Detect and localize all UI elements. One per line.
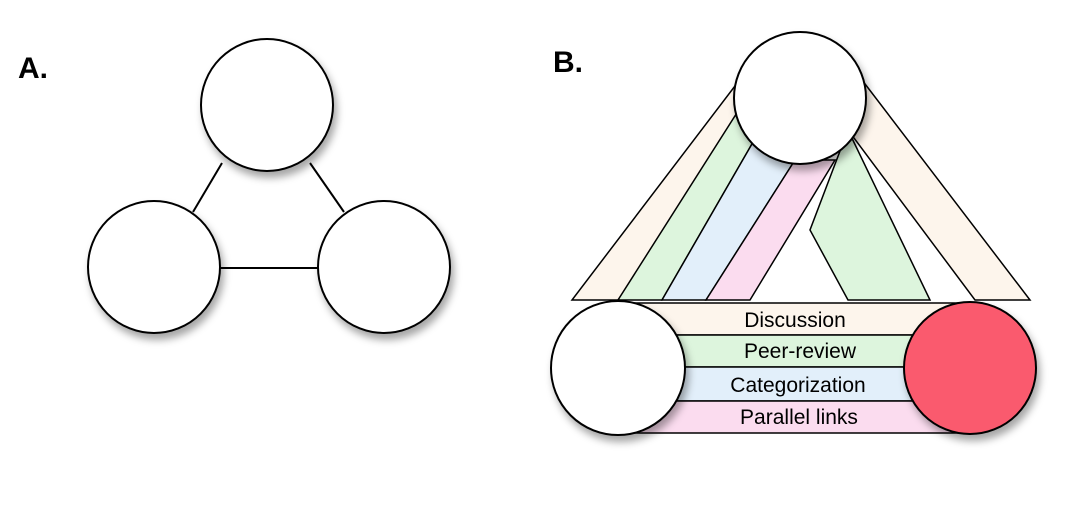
left-diagonal-layers <box>570 80 837 301</box>
node-b-left <box>550 300 686 436</box>
node-b-top <box>733 31 867 165</box>
layer-label-discussion: Discussion <box>744 309 846 332</box>
layer-label-parallel-links: Parallel links <box>740 406 858 429</box>
panel-b-label: B. <box>553 46 583 79</box>
edge-top-right <box>309 162 345 213</box>
right-band-peer-review <box>809 128 932 301</box>
bottom-band-parallel-links <box>617 400 971 434</box>
node-a-right <box>317 200 451 334</box>
panel-a-label: A. <box>18 52 48 85</box>
layer-label-categorization: Categorization <box>730 374 865 397</box>
node-a-left <box>87 200 221 334</box>
panel-b: B. Discussion Peer-review Categorization… <box>550 31 1037 436</box>
right-diagonal-layers <box>809 78 1032 301</box>
edge-top-left <box>192 162 223 213</box>
node-a-top <box>200 38 334 172</box>
node-b-right-highlighted <box>903 301 1037 435</box>
panel-a: A. <box>18 38 451 334</box>
layer-label-peer-review: Peer-review <box>744 340 857 363</box>
